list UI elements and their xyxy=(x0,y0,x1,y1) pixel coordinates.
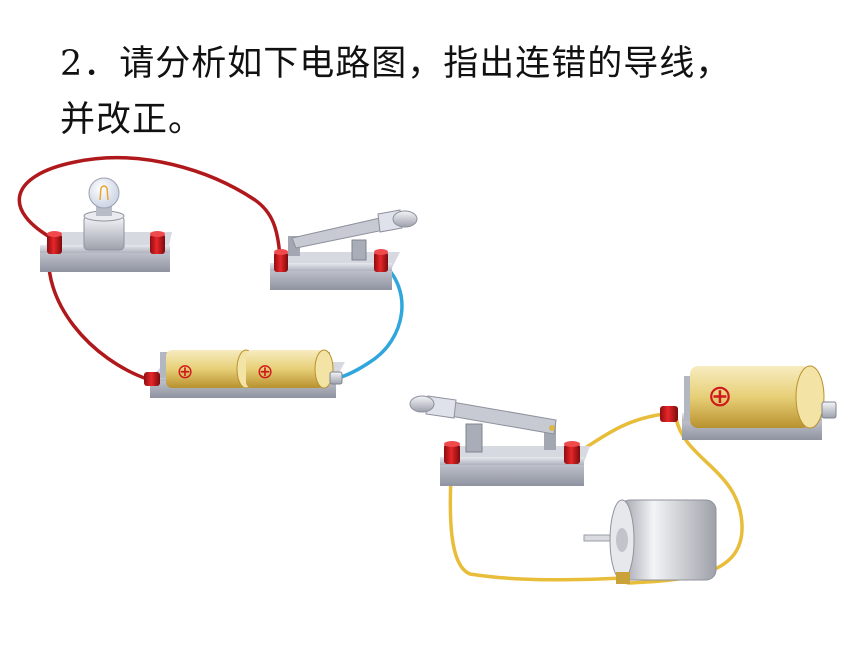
blue-wire-switch-to-battery xyxy=(336,260,404,380)
battery-plus-symbol: ⊕ xyxy=(177,359,194,383)
bulb-holder xyxy=(40,177,172,272)
battery-icon: ⊕ xyxy=(660,365,837,440)
knife-switch-icon xyxy=(270,209,418,290)
battery-icon: ⊕ ⊕ xyxy=(144,349,345,398)
knife-switch-icon xyxy=(409,395,590,486)
question-text: 2．请分析如下电路图，指出连错的导线， 并改正。 xyxy=(60,36,820,148)
question-line-1: 2．请分析如下电路图，指出连错的导线， xyxy=(60,44,732,84)
light-bulb-icon xyxy=(88,177,120,216)
motor-icon xyxy=(583,499,717,584)
question-line-2: 并改正。 xyxy=(60,100,205,140)
red-wire-bulb-to-switch xyxy=(17,155,282,260)
battery-plus-symbol: ⊕ xyxy=(257,359,274,383)
battery-plus-symbol: ⊕ xyxy=(707,379,732,414)
yellow-wire-switch-to-motor xyxy=(448,456,626,582)
